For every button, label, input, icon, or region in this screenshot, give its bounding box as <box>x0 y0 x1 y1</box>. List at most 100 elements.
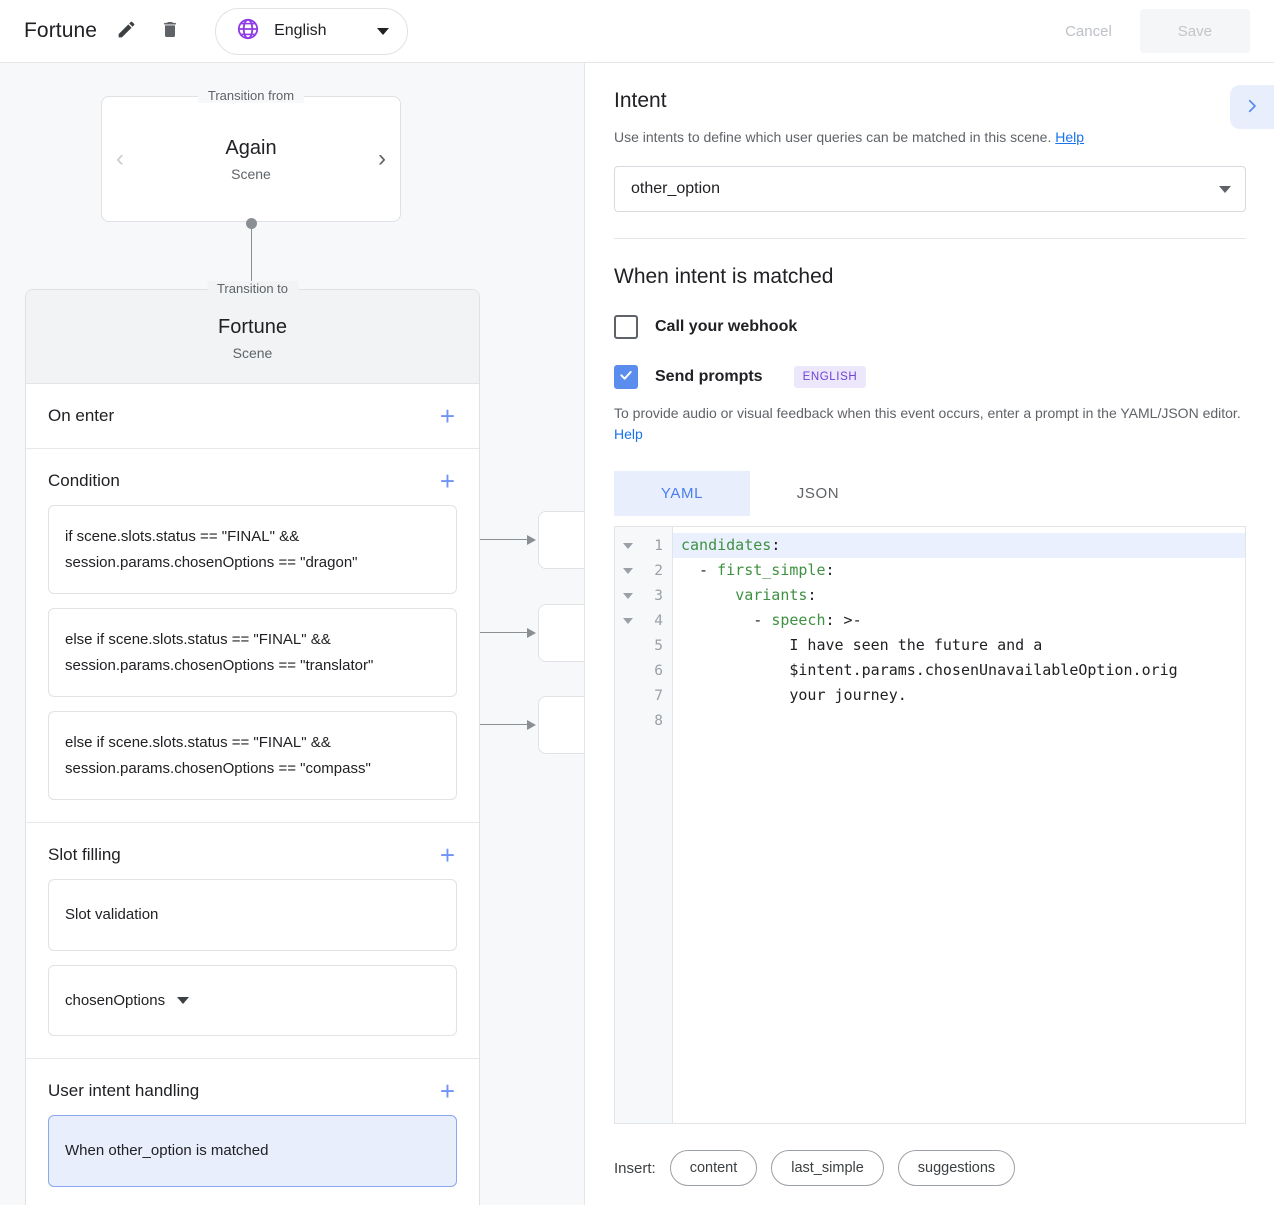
add-condition-button[interactable]: + <box>439 466 455 496</box>
fold-triangle-icon[interactable] <box>623 617 633 624</box>
save-button[interactable]: Save <box>1139 9 1250 53</box>
code-key: candidates <box>681 536 772 554</box>
details-panel: Intent Use intents to define which user … <box>586 63 1274 1205</box>
code-editor[interactable]: 1 2 3 4 5 6 7 8 candidates: - first_simp… <box>614 526 1246 1124</box>
insert-chip-suggestions[interactable]: suggestions <box>897 1150 1016 1186</box>
intent-selected-value: other_option <box>631 180 720 197</box>
edit-pencil-button[interactable] <box>111 16 141 46</box>
code-line[interactable]: variants: <box>673 583 1245 608</box>
transition-from-card[interactable]: Transition from ‹ Again Scene › <box>101 88 401 222</box>
transition-from-legend: Transition from <box>197 88 305 103</box>
ghost-target-card[interactable] <box>538 511 584 569</box>
line-number: 2 <box>654 562 663 579</box>
tab-yaml[interactable]: YAML <box>614 471 750 516</box>
code-indent: - <box>681 561 718 579</box>
slot-filling-header: Slot filling + <box>48 840 457 870</box>
code-line[interactable]: - speech: >- <box>673 608 1245 633</box>
code-line[interactable]: I have seen the future and a <box>673 633 1245 658</box>
transition-from-subtitle: Scene <box>231 165 271 182</box>
add-slot-button[interactable]: + <box>439 840 455 870</box>
condition-item[interactable]: else if scene.slots.status == "FINAL" &&… <box>48 608 457 697</box>
user-intent-item-other-option[interactable]: When other_option is matched <box>48 1115 457 1187</box>
check-icon <box>618 367 634 388</box>
pencil-icon <box>116 19 137 43</box>
intent-select[interactable]: other_option <box>614 166 1246 212</box>
send-prompts-checkbox-row[interactable]: Send prompts ENGLISH <box>614 365 1246 389</box>
scene-graph-canvas[interactable]: Transition from ‹ Again Scene › <box>0 63 585 1205</box>
intent-description-text: Use intents to define which user queries… <box>614 129 1052 145</box>
ghost-target-card[interactable] <box>538 696 584 754</box>
slot-select[interactable]: chosenOptions <box>65 988 440 1014</box>
cancel-button[interactable]: Cancel <box>1045 13 1132 50</box>
condition-item[interactable]: else if scene.slots.status == "FINAL" &&… <box>48 711 457 800</box>
line-number: 5 <box>654 637 663 654</box>
condition-title: Condition <box>48 471 120 490</box>
insert-chip-last-simple[interactable]: last_simple <box>771 1150 884 1186</box>
gutter-line[interactable]: 4 <box>615 608 672 633</box>
transition-to-subtitle: Scene <box>232 345 273 361</box>
connector-line <box>250 223 252 323</box>
editor-gutter: 1 2 3 4 5 6 7 8 <box>615 527 673 1123</box>
gutter-line[interactable]: 5 <box>615 633 672 658</box>
webhook-checkbox-row[interactable]: Call your webhook <box>614 315 1246 339</box>
slot-name-label: chosenOptions <box>65 991 166 1009</box>
delete-button[interactable] <box>155 16 185 46</box>
gutter-line[interactable]: 3 <box>615 583 672 608</box>
condition-line-2: session.params.chosenOptions == "transla… <box>65 656 374 674</box>
fold-triangle-icon[interactable] <box>623 567 633 574</box>
when-intent-matched-section: When intent is matched Call your webhook… <box>586 239 1274 1205</box>
line-number: 4 <box>654 612 663 629</box>
add-user-intent-button[interactable]: + <box>439 1076 455 1106</box>
ghost-target-card[interactable] <box>538 604 584 662</box>
gutter-line[interactable]: 8 <box>615 708 672 733</box>
condition-link-line <box>463 538 527 541</box>
code-rest: your journey. <box>681 686 907 704</box>
line-number: 6 <box>654 662 663 679</box>
chevron-down-icon <box>177 996 190 1004</box>
gutter-line[interactable]: 7 <box>615 683 672 708</box>
prev-transition-icon[interactable]: ‹ <box>116 145 124 172</box>
insert-chip-content[interactable]: content <box>669 1150 758 1186</box>
condition-item[interactable]: if scene.slots.status == "FINAL" && sess… <box>48 505 457 594</box>
code-line[interactable]: $intent.params.chosenUnavailableOption.o… <box>673 658 1245 683</box>
code-line[interactable]: your journey. <box>673 683 1245 708</box>
fold-triangle-icon[interactable] <box>623 592 633 599</box>
gutter-line[interactable]: 2 <box>615 558 672 583</box>
next-transition-icon[interactable]: › <box>378 145 386 172</box>
slot-validation-item[interactable]: Slot validation <box>48 879 457 951</box>
gutter-line[interactable]: 6 <box>615 658 672 683</box>
send-prompts-description-text: To provide audio or visual feedback when… <box>614 405 1241 421</box>
send-prompts-help-link[interactable]: Help <box>614 426 643 442</box>
editor-code-area[interactable]: candidates: - first_simple: variants: - … <box>673 527 1245 1123</box>
code-line[interactable]: - first_simple: <box>673 558 1245 583</box>
gutter-line[interactable]: 1 <box>615 533 672 558</box>
trash-icon <box>160 19 180 43</box>
line-number: 3 <box>654 587 663 604</box>
intent-section: Intent Use intents to define which user … <box>586 63 1274 239</box>
add-on-enter-button[interactable]: + <box>439 401 455 431</box>
chevron-down-icon <box>1219 185 1231 193</box>
call-webhook-checkbox[interactable] <box>614 315 638 339</box>
intent-help-link[interactable]: Help <box>1055 129 1085 145</box>
condition-link-arrow-icon <box>527 534 536 545</box>
call-webhook-label: Call your webhook <box>655 318 798 335</box>
tab-json[interactable]: JSON <box>750 471 886 516</box>
code-rest: : <box>771 536 781 554</box>
transition-to-header: Transition to Fortune Scene <box>26 281 479 384</box>
globe-icon <box>236 17 260 46</box>
intent-description: Use intents to define which user queries… <box>614 127 1246 148</box>
connector-dot <box>246 218 257 229</box>
send-prompts-checkbox[interactable] <box>614 365 638 389</box>
language-selector[interactable]: English <box>215 7 409 55</box>
fold-triangle-icon[interactable] <box>623 542 633 549</box>
code-indent <box>681 586 735 604</box>
code-line[interactable]: candidates: <box>673 533 1245 558</box>
condition-line-2: session.params.chosenOptions == "dragon" <box>65 553 358 571</box>
panel-divider <box>614 238 1246 239</box>
slot-item-chosenoptions[interactable]: chosenOptions <box>48 964 457 1036</box>
code-line[interactable] <box>673 708 1245 733</box>
code-indent: - <box>681 611 772 629</box>
expand-panel-button[interactable] <box>1230 85 1274 129</box>
condition-line-1: else if scene.slots.status == "FINAL" && <box>65 734 331 751</box>
send-prompts-label: Send prompts <box>655 368 763 385</box>
